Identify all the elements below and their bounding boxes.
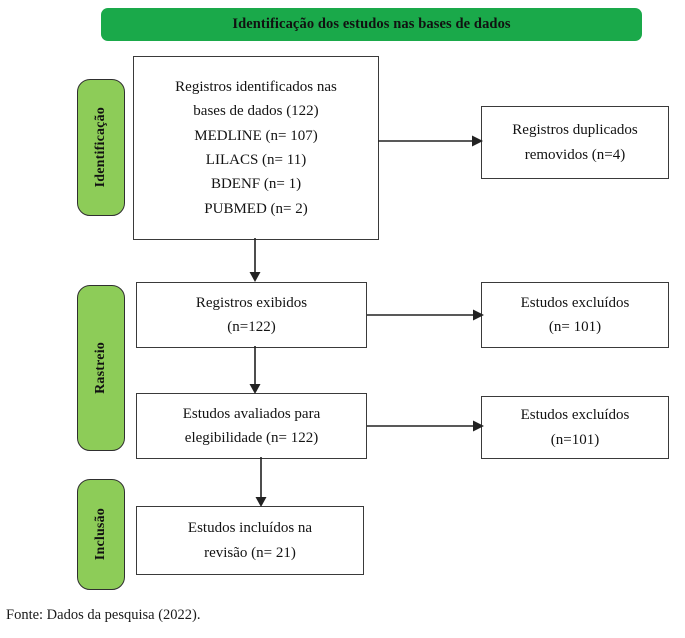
box-line: (n=101) [550, 431, 600, 448]
box-records-identified: Registros identificados nas bases de dad… [133, 56, 379, 240]
arrow-identified-to-duplicates [376, 130, 486, 152]
box-line: Registros identificados nas [175, 79, 337, 96]
stage-label-inclusao: Inclusão [77, 479, 125, 590]
box-line: (n=122) [227, 319, 276, 335]
arrow-identified-to-screened [244, 238, 266, 284]
box-line: Estudos incluídos na [187, 520, 313, 537]
box-line: bases de dados (122) [193, 103, 319, 120]
stage-label-rastreio: Rastreio [77, 285, 125, 451]
box-studies-included: Estudos incluídos na revisão (n= 21) [136, 506, 364, 575]
box-line: Registros exibidos [195, 294, 308, 311]
box-line: Estudos excluídos [520, 407, 630, 424]
box-line: BDENF (n= 1) [210, 176, 302, 193]
arrow-eligibility-to-excluded [365, 415, 487, 437]
box-line: elegibilidade (n= 122) [184, 430, 319, 446]
arrow-screened-to-excluded [365, 304, 487, 326]
box-line: (n= 101) [548, 319, 602, 335]
box-line: revisão (n= 21) [204, 544, 296, 561]
box-records-screened: Registros exibidos (n=122) [136, 282, 367, 348]
box-line: LILACS (n= 11) [205, 152, 307, 168]
box-line: PUBMED (n= 2) [204, 200, 308, 217]
box-studies-assessed-eligibility: Estudos avaliados para elegibilidade (n=… [136, 393, 367, 459]
box-line: Estudos avaliados para [182, 405, 321, 422]
box-line: removidos (n=4) [524, 146, 626, 163]
box-line: Registros duplicados [512, 122, 638, 139]
diagram-header-banner: Identificação dos estudos nas bases de d… [101, 8, 642, 41]
figure-source-caption: Fonte: Dados da pesquisa (2022). [6, 607, 201, 623]
box-studies-excluded-screening: Estudos excluídos (n= 101) [481, 282, 669, 348]
box-line: Estudos excluídos [520, 294, 630, 311]
stage-label-rastreio-text: Rastreio [93, 342, 108, 394]
arrow-eligibility-to-included [250, 457, 272, 509]
diagram-title: Identificação dos estudos nas bases de d… [232, 16, 511, 32]
stage-label-identificacao: Identificação [77, 79, 125, 216]
stage-label-identificacao-text: Identificação [93, 107, 108, 188]
box-duplicates-removed: Registros duplicados removidos (n=4) [481, 106, 669, 179]
box-studies-excluded-eligibility: Estudos excluídos (n=101) [481, 396, 669, 459]
box-line: MEDLINE (n= 107) [194, 127, 318, 144]
arrow-screened-to-eligibility [244, 346, 266, 396]
stage-label-inclusao-text: Inclusão [93, 508, 108, 561]
